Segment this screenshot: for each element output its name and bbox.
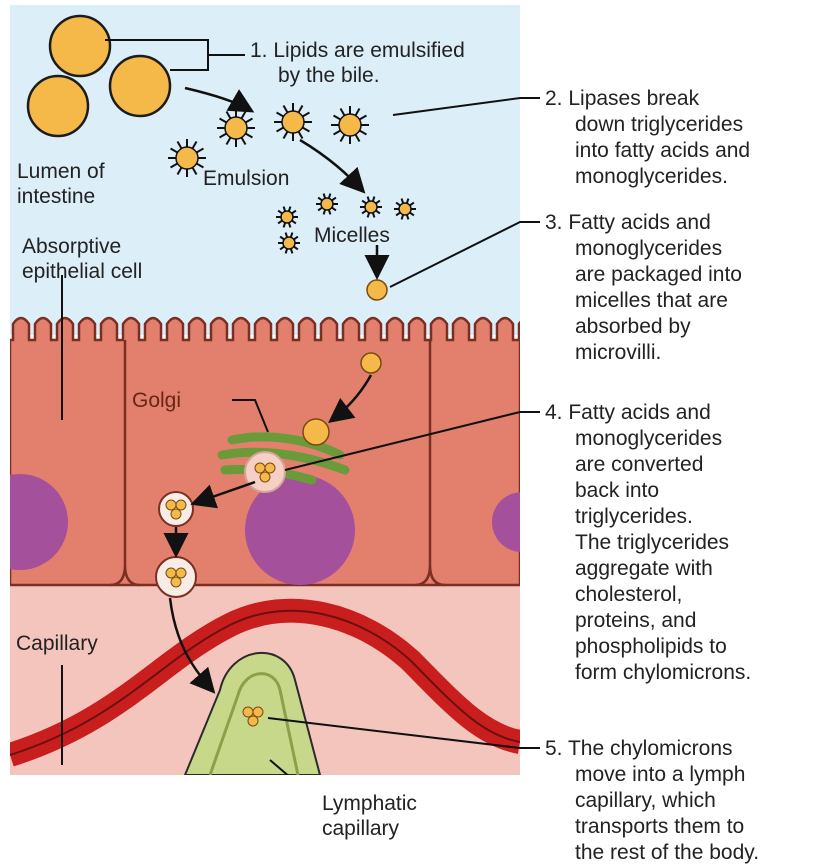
step-4-line: phospholipids to	[575, 635, 727, 658]
nucleus	[492, 492, 552, 552]
lymphatic-label-1: Lymphatic	[322, 792, 417, 815]
step-2-line: monoglycerides.	[575, 165, 728, 188]
step-4-line: The triglycerides	[575, 531, 729, 554]
step-4-line: monoglycerides	[575, 427, 722, 450]
step-3-line: monoglycerides	[575, 237, 722, 260]
step-2-line: into fatty acids and	[575, 139, 750, 162]
golgi-label: Golgi	[132, 389, 181, 412]
emulsion-label: Emulsion	[203, 167, 289, 190]
step-4-line: form chylomicrons.	[575, 661, 751, 684]
step-1-line: 1. Lipids are emulsified	[250, 39, 465, 62]
step-4: 4. Fatty acids and monoglycerides are co…	[545, 401, 751, 684]
step-5: 5. The chylomicrons move into a lymph ca…	[545, 737, 759, 864]
step-4-line: are converted	[575, 453, 703, 476]
step-2-line: 2. Lipases break	[545, 87, 700, 110]
step-2: 2. Lipases break down triglycerides into…	[545, 87, 750, 188]
step-3: 3. Fatty acids and monoglycerides are pa…	[545, 211, 742, 364]
step-3-line: microvilli.	[575, 341, 661, 364]
step-3-line: 3. Fatty acids and	[545, 211, 711, 234]
step-5-line: the rest of the body.	[575, 841, 759, 864]
step-4-line: cholesterol,	[575, 583, 682, 606]
lymphatic-label-2: capillary	[322, 817, 400, 840]
capillary-label: Capillary	[16, 632, 98, 655]
step-5-line: move into a lymph	[575, 763, 745, 786]
step-3-line: absorbed by	[575, 315, 691, 338]
step-3-line: are packaged into	[575, 263, 742, 286]
lumen-label-2: intestine	[17, 185, 95, 208]
step-5-line: 5. The chylomicrons	[545, 737, 733, 760]
lumen-label-1: Lumen of	[17, 160, 105, 183]
step-4-line: triglycerides.	[575, 505, 693, 528]
step-4-line: proteins, and	[575, 609, 696, 632]
step-3-line: micelles that are	[575, 289, 728, 312]
cell-label-1: Absorptive	[22, 235, 121, 258]
step-5-line: transports them to	[575, 815, 744, 838]
step-5-line: capillary, which	[575, 789, 716, 812]
micelles-label: Micelles	[314, 224, 390, 247]
step-1-line: by the bile.	[278, 64, 380, 87]
step-2-line: down triglycerides	[575, 113, 743, 136]
step-4-line: 4. Fatty acids and	[545, 401, 711, 424]
step-4-line: back into	[575, 479, 659, 502]
step-4-line: aggregate with	[575, 557, 713, 580]
cell-label-2: epithelial cell	[22, 260, 142, 283]
